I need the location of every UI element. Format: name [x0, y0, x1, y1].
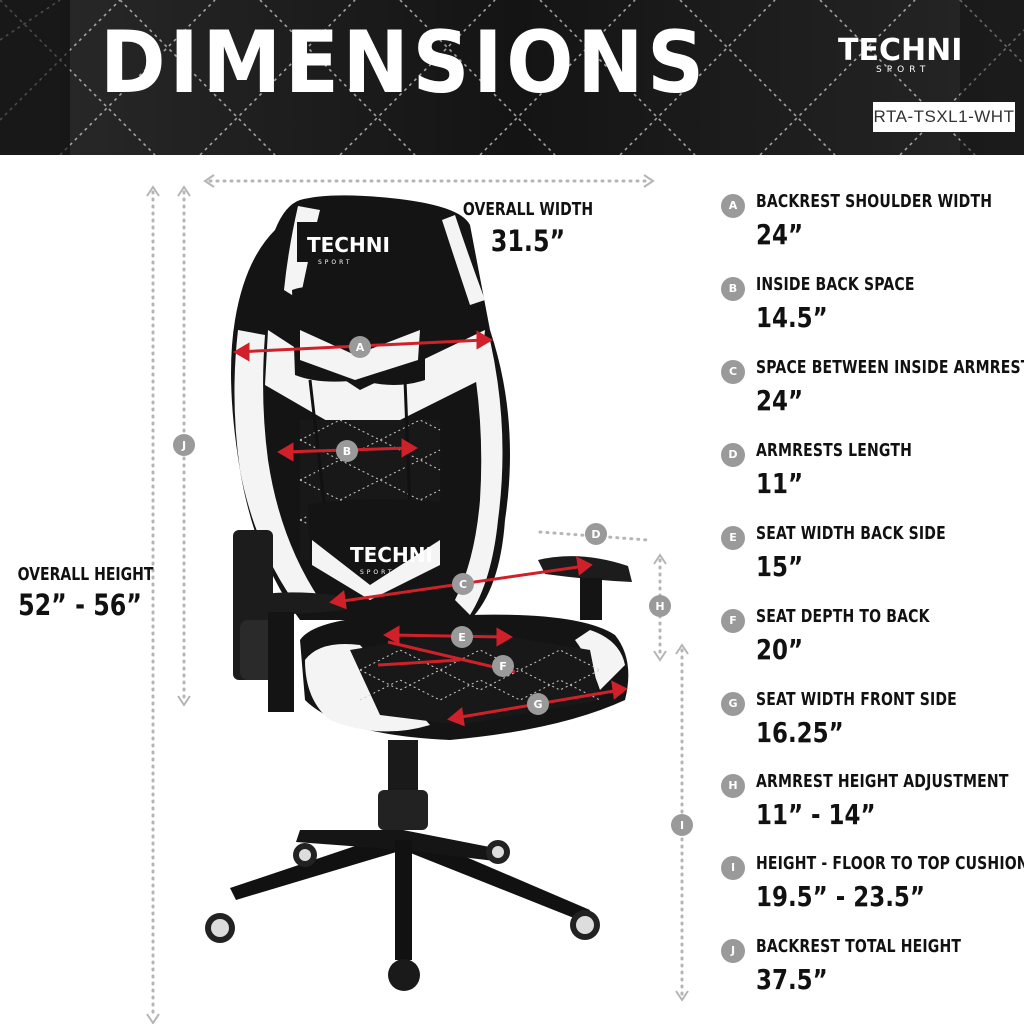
chair-base [205, 740, 600, 991]
svg-text:J: J [181, 439, 186, 452]
marker-c: C [452, 573, 474, 595]
svg-text:SPORT: SPORT [318, 259, 353, 266]
spec-value: 16.25” [756, 716, 844, 749]
marker-d: D [585, 523, 607, 545]
spec-label: SEAT WIDTH BACK SIDE [756, 523, 946, 544]
spec-label: SPACE BETWEEN INSIDE ARMRESTS [756, 357, 1024, 378]
badge-g: G [721, 692, 745, 716]
spec-value: 24” [756, 384, 804, 417]
svg-text:D: D [591, 528, 600, 541]
model-code-badge: RTA-TSXL1-WHT [873, 102, 1015, 132]
badge-h: H [721, 774, 745, 798]
spec-label: HEIGHT - FLOOR TO TOP CUSHION [756, 853, 1024, 874]
overall-height-value: 52” - 56” [18, 588, 142, 622]
badge-e: E [721, 526, 745, 550]
spec-value: 24” [756, 218, 804, 251]
overall-width-label: OVERALL WIDTH [462, 199, 594, 220]
svg-text:C: C [459, 578, 467, 591]
svg-text:SPORT: SPORT [360, 569, 395, 576]
badge-j: J [721, 939, 745, 963]
spec-value: 11” [756, 467, 804, 500]
marker-e: E [451, 626, 473, 648]
spec-value: 14.5” [756, 301, 828, 334]
svg-text:E: E [458, 631, 466, 644]
left-armrest [240, 592, 345, 712]
spec-value: 11” - 14” [756, 798, 876, 831]
spec-label: SEAT DEPTH TO BACK [756, 606, 930, 627]
spec-label: INSIDE BACK SPACE [756, 274, 915, 295]
marker-b: B [336, 440, 358, 462]
marker-a: A [349, 336, 371, 358]
header-banner: DIMENSIONS TECHNI SPORT RTA-TSXL1-WHT [0, 0, 1024, 155]
quilted-leather-background [0, 0, 1024, 155]
badge-b: B [721, 277, 745, 301]
spec-label: BACKREST TOTAL HEIGHT [756, 936, 962, 957]
headrest-logo: TECHNI [307, 233, 390, 257]
svg-text:SPORT: SPORT [876, 65, 930, 75]
svg-text:H: H [655, 600, 664, 613]
overall-width-value: 31.5” [490, 224, 566, 258]
svg-text:A: A [356, 341, 365, 354]
spec-label: BACKREST SHOULDER WIDTH [756, 191, 993, 212]
badge-a: A [721, 194, 745, 218]
marker-j: J [173, 434, 195, 456]
badge-c: C [721, 360, 745, 384]
marker-f: F [492, 655, 514, 677]
svg-text:B: B [343, 445, 351, 458]
page-title: DIMENSIONS [100, 13, 708, 113]
spec-label: ARMREST HEIGHT ADJUSTMENT [756, 771, 1009, 792]
svg-text:TECHNI: TECHNI [838, 33, 962, 68]
marker-h: H [649, 595, 671, 617]
spec-label: SEAT WIDTH FRONT SIDE [756, 689, 957, 710]
marker-i: I [671, 814, 693, 836]
spec-value: 20” [756, 633, 804, 666]
spec-value: 19.5” - 23.5” [756, 880, 925, 913]
chair-illustration: TECHNI SPORT TECHNI SPORT [146, 174, 693, 1024]
overall-height-label: OVERALL HEIGHT [17, 564, 154, 585]
techni-sport-logo: TECHNI SPORT [838, 33, 962, 75]
svg-text:F: F [499, 660, 507, 673]
marker-g: G [527, 693, 549, 715]
badge-i: I [721, 856, 745, 880]
svg-text:G: G [533, 698, 542, 711]
lumbar-logo: TECHNI [350, 543, 433, 567]
svg-text:I: I [680, 819, 684, 832]
spec-value: 37.5” [756, 963, 828, 996]
dimension-e-arrow [383, 625, 513, 647]
spec-value: 15” [756, 550, 804, 583]
badge-d: D [721, 443, 745, 467]
badge-f: F [721, 609, 745, 633]
spec-label: ARMRESTS LENGTH [756, 440, 912, 461]
